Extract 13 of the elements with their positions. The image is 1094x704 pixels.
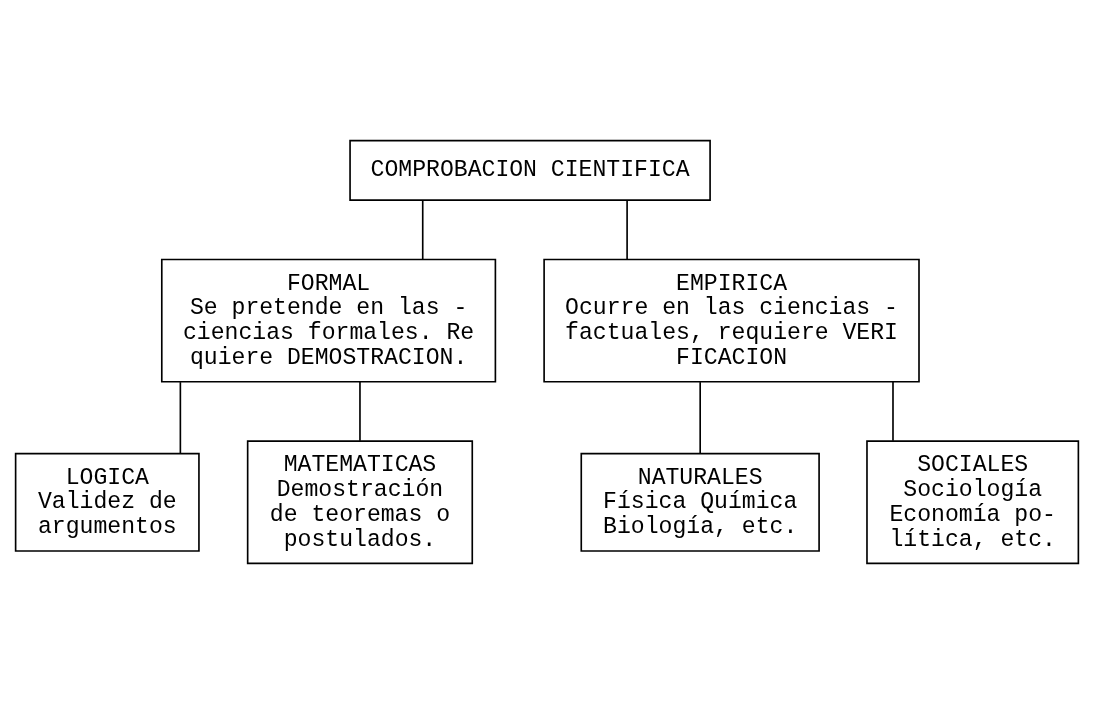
node-box: EMPIRICA Ocurre en las ciencias - factuales, requiere VERI FICACION [543, 258, 920, 383]
node-box: LOGICA Validez de argumentos [14, 452, 200, 552]
node-box: MATEMATICAS Demostración de teoremas o postulados. [246, 440, 474, 565]
connector [421, 199, 424, 261]
node-box: COMPROBACION CIENTIFICA [349, 139, 711, 201]
node-box: FORMAL Se pretende en las - ciencias formales. Re quiere DEMOSTRACION. [160, 258, 497, 383]
node-box: NATURALES Física Química Biología, etc. [580, 452, 820, 552]
connector [359, 381, 361, 442]
connector [699, 381, 701, 455]
node-box: SOCIALES Sociología Economía po- lítica, etc. [866, 440, 1080, 565]
connector [626, 199, 628, 261]
connector [179, 381, 182, 455]
connector [892, 381, 894, 442]
